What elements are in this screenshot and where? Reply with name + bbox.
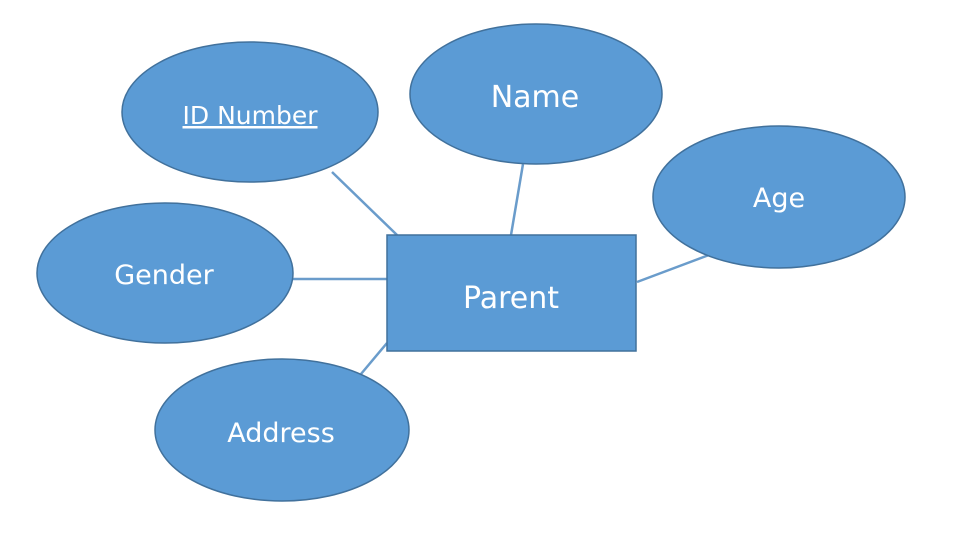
attribute-address-ellipse	[154, 358, 410, 502]
attribute-age-label: Age	[753, 183, 805, 214]
attribute-name-ellipse	[409, 23, 663, 165]
entity-parent[interactable]: Parent	[386, 234, 637, 352]
attribute-name[interactable]: Name	[409, 23, 663, 165]
attribute-address-label: Address	[227, 418, 335, 449]
attribute-id-number-ellipse	[121, 41, 379, 183]
attribute-name-label: Name	[491, 80, 580, 115]
attribute-gender[interactable]: Gender	[36, 202, 294, 344]
connector-id-number	[331, 171, 398, 236]
attribute-address[interactable]: Address	[154, 358, 410, 502]
attribute-id-number[interactable]: ID Number	[121, 41, 379, 183]
connector-address	[360, 342, 388, 375]
entity-label: Parent	[463, 281, 559, 316]
attribute-age[interactable]: Age	[652, 125, 906, 269]
entity-box	[386, 234, 637, 352]
attribute-id-number-label: ID Number	[183, 101, 319, 130]
connector-name	[509, 163, 525, 236]
attribute-gender-ellipse	[36, 202, 294, 344]
attribute-gender-label: Gender	[114, 260, 214, 291]
attribute-age-ellipse	[652, 125, 906, 269]
connectors	[293, 163, 710, 375]
connector-age	[636, 253, 710, 284]
